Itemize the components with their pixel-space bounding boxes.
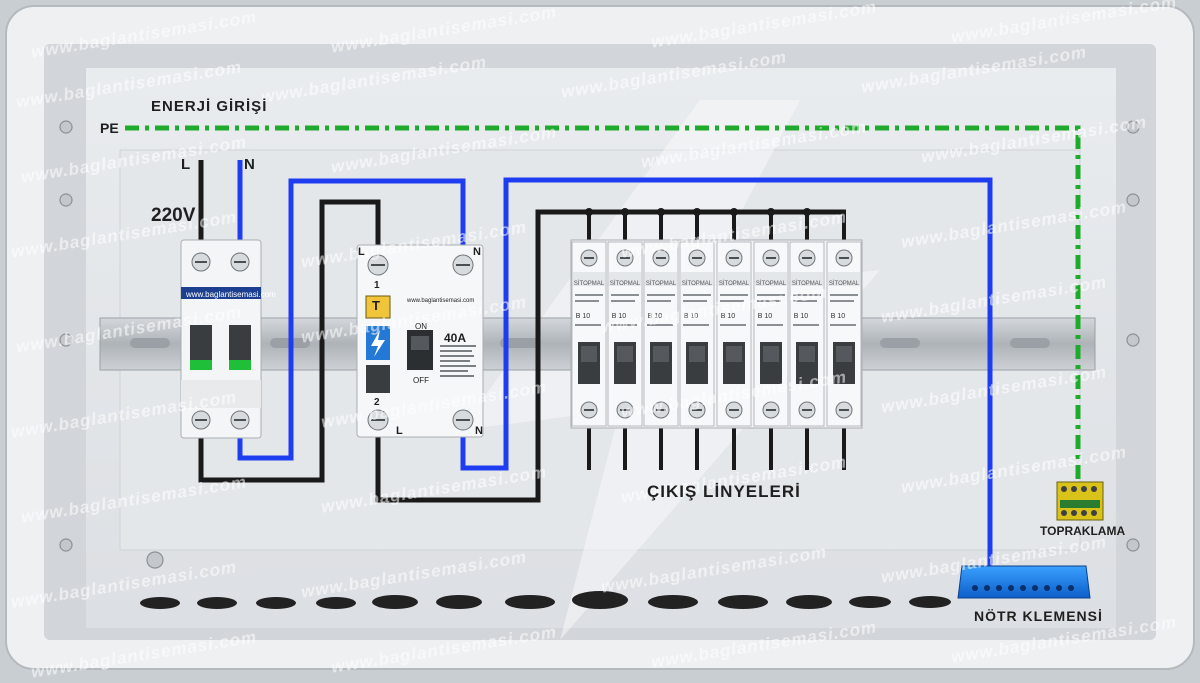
mcb-brand: SİTOPMAL — [574, 280, 605, 287]
rcd-device — [356, 244, 484, 438]
neutral-label: N — [244, 156, 255, 173]
rcd-test-label: T — [372, 298, 380, 313]
neutral-terminal-label: NÖTR KLEMENSİ — [974, 608, 1103, 624]
mcb-brand: SİTOPMAL — [610, 280, 641, 287]
rcd-terminal-bottom-right: N — [475, 425, 483, 437]
cable-entry-holes — [140, 591, 951, 609]
main-breaker — [180, 239, 262, 439]
mcb-brand: SİTOPMAL — [682, 280, 713, 287]
enclosure-screws — [59, 120, 1140, 569]
rcd-on-label: ON — [415, 322, 427, 331]
mcb-breaker: SİTOPMAL B 10 — [571, 241, 607, 427]
mcb-breaker: SİTOPMAL B 10 — [643, 241, 679, 427]
mcb-breaker: SİTOPMAL B 10 — [607, 241, 643, 427]
neutral-terminal-block — [957, 565, 1091, 599]
rcd-rating: 40A — [444, 331, 467, 345]
rcd-test-button — [365, 295, 391, 319]
mcb-brand: SİTOPMAL — [829, 280, 860, 287]
mcb-breaker: SİTOPMAL B 10 — [679, 241, 715, 427]
rcd-to-neutral-bar-wire — [460, 177, 993, 566]
mcb-bus-joints — [585, 208, 811, 216]
rcd-to-mcb-line-wire — [375, 209, 846, 503]
energy-input-label: ENERJİ GİRİŞİ — [151, 98, 268, 115]
mcb-rating: B 10 — [684, 313, 699, 320]
mcb-brand: SİTOPMAL — [646, 280, 677, 287]
mcb-rating: B 10 — [758, 313, 773, 320]
grounding-terminal-block — [1056, 481, 1104, 521]
mcb-brand: SİTOPMAL — [792, 280, 823, 287]
outputs-label: ÇIKIŞ LİNYELERİ — [647, 482, 801, 501]
mcb-rating: B 10 — [648, 313, 663, 320]
mcb-breaker: SİTOPMAL B 10 — [789, 241, 825, 427]
rcd-pole-top: 1 — [374, 280, 380, 291]
main-to-rcd-line-wire — [198, 199, 381, 483]
mcb-brand: SİTOPMAL — [756, 280, 787, 287]
mcb-rating: B 10 — [794, 313, 809, 320]
din-rail-slots — [130, 338, 1050, 348]
pe-ground-wire — [125, 125, 1081, 485]
main-breaker-brand: www.baglantisemasi.com — [186, 290, 276, 299]
rcd-terminal-top-left: L — [358, 246, 365, 258]
mcb-breaker: SİTOPMAL B 10 — [753, 241, 789, 427]
mcb-rating: B 10 — [831, 313, 846, 320]
grounding-label: TOPRAKLAMA — [1040, 524, 1126, 538]
mcb-breaker: SİTOPMAL B 10 — [826, 241, 862, 427]
main-to-rcd-neutral-wire — [237, 178, 466, 461]
rcd-off-label: OFF — [413, 376, 429, 385]
rcd-terminal-top-right: N — [473, 246, 481, 258]
mcb-rating: B 10 — [612, 313, 627, 320]
pe-label: PE — [100, 120, 119, 136]
mcb-breaker: SİTOPMAL B 10 — [716, 241, 752, 427]
voltage-label: 220V — [151, 205, 196, 226]
mcb-brand: SİTOPMAL — [719, 280, 750, 287]
mcb-output-wires — [587, 422, 846, 470]
line-label: L — [181, 156, 191, 173]
mcb-rating: B 10 — [721, 313, 736, 320]
rcd-pole-bottom: 2 — [374, 397, 380, 408]
mcb-rating: B 10 — [576, 313, 591, 320]
rcd-terminal-bottom-left: L — [396, 425, 403, 437]
rcd-brand: www.baglantisemasi.com — [407, 298, 475, 304]
